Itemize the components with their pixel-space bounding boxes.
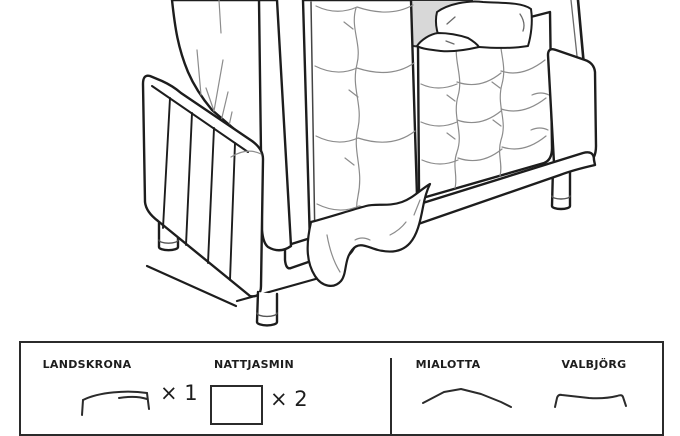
parts-legend-panel: LANDSKRONA NATTJASMIN MIALOTTA VALBJÖRG … (19, 341, 664, 436)
legend-label-valbjorg: VALBJÖRG (561, 358, 627, 371)
sofa-icon (81, 390, 150, 416)
sofa-bed-illustration (141, 0, 598, 327)
legend-label-nattjasmin: NATTJASMIN (214, 358, 294, 371)
left-frame-post (257, 0, 293, 252)
legend-label-landskrona: LANDSKRONA (42, 358, 132, 371)
rear-right-leg (550, 166, 572, 211)
legend-divider (390, 358, 392, 436)
cushion-icon (422, 388, 512, 408)
pillow-icon (554, 393, 627, 408)
quantity-nattjasmin: × 2 (270, 387, 308, 411)
legend-label-mialotta: MIALOTTA (415, 358, 481, 371)
left-armrest (141, 74, 265, 298)
pillows (416, 0, 533, 53)
back-cushion (170, 0, 264, 155)
quantity-landskrona: × 1 (160, 381, 198, 405)
front-left-leg (255, 290, 279, 327)
right-mattress (416, 10, 554, 199)
draped-sheet (306, 182, 432, 287)
instruction-page: LANDSKRONA NATTJASMIN MIALOTTA VALBJÖRG … (19, 0, 664, 436)
bedsheet-icon (210, 385, 263, 425)
